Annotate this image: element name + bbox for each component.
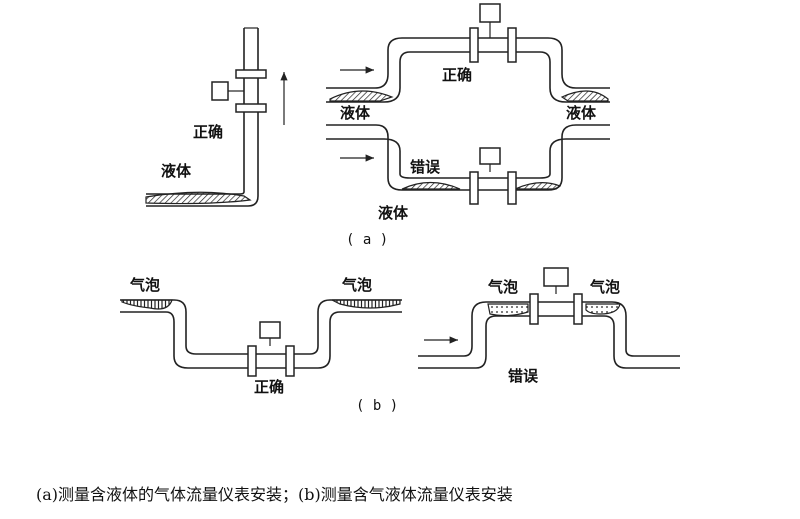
subfig-label-a: ( a ) — [346, 232, 388, 248]
label-bubble-b1: 气泡 — [129, 276, 160, 294]
label-wrong-a: 错误 — [410, 158, 441, 176]
label-bubble-b2: 气泡 — [341, 276, 372, 294]
diagram-a-loop-correct — [326, 3, 610, 103]
label-liquid-a2: 液体 — [340, 104, 371, 122]
label-bubble-b3: 气泡 — [487, 278, 518, 296]
label-wrong-b: 错误 — [508, 367, 539, 385]
diagram-a-vertical-correct — [145, 27, 288, 207]
label-liquid-a3: 液体 — [566, 104, 597, 122]
label-liquid-a1: 液体 — [161, 162, 192, 180]
label-correct-a2: 正确 — [442, 66, 472, 84]
label-correct-b: 正确 — [254, 378, 284, 396]
diagram-b-wrong — [418, 267, 680, 369]
diagram-a-loop-wrong — [326, 124, 610, 205]
label-liquid-a4: 液体 — [378, 204, 409, 222]
diagram-b-correct — [120, 299, 402, 377]
subfig-label-b: ( b ) — [356, 398, 398, 414]
label-correct-a1: 正确 — [193, 123, 223, 141]
figure-caption: (a)测量含液体的气体流量仪表安装；(b)测量含气液体流量仪表安装 — [36, 485, 513, 504]
label-bubble-b4: 气泡 — [589, 278, 620, 296]
